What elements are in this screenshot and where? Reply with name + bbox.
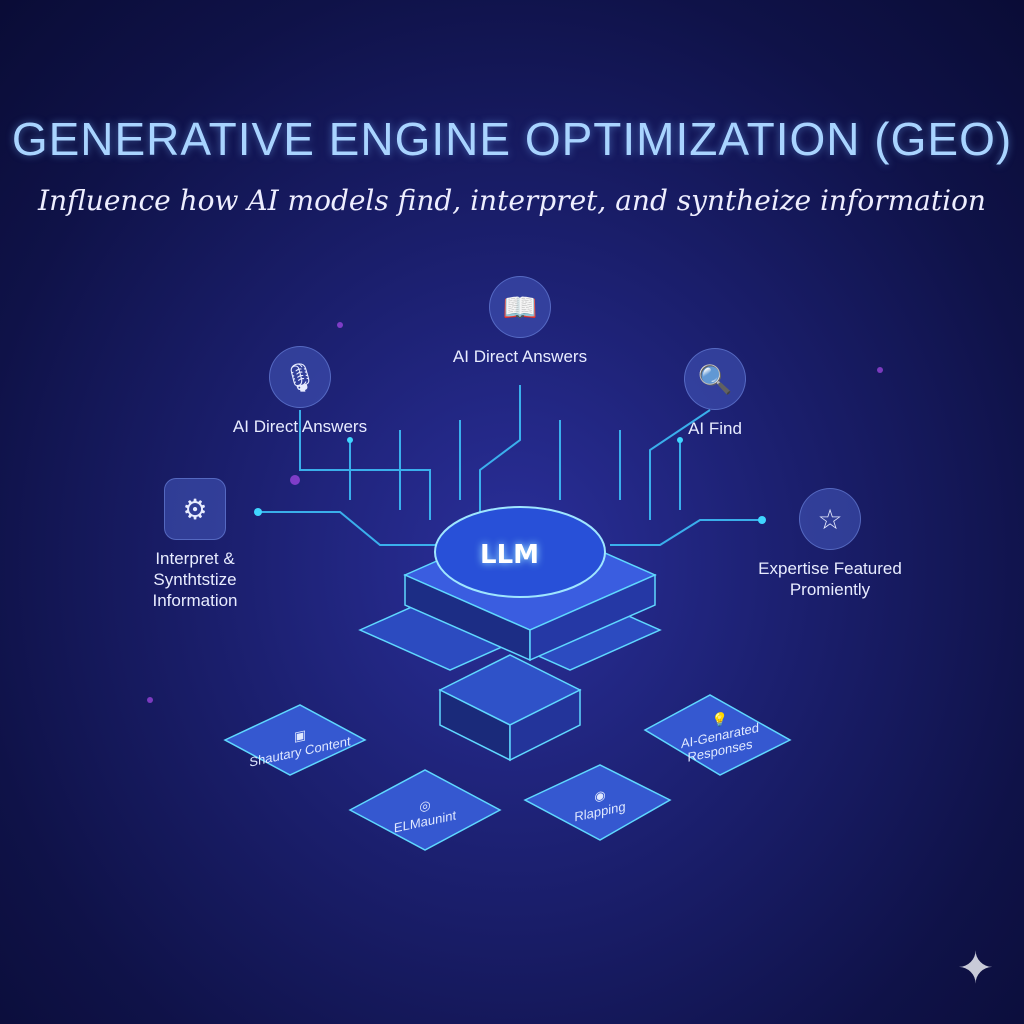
connector-line: [479, 385, 521, 520]
shield-star-icon: ☆: [799, 488, 861, 550]
node-expertise: ☆ Expertise Featured Promiently: [730, 488, 930, 600]
node-interpret: ⚙ Interpret & Synthtstize Information: [130, 478, 260, 611]
chip-icon: ▣: [293, 726, 307, 745]
target-rays-icon: ◉: [594, 786, 606, 805]
microphone-icon: 🎙: [269, 346, 331, 408]
book-gear-icon: 📖: [489, 276, 551, 338]
brain-icon: [434, 506, 606, 598]
page-title: GENERATIVE ENGINE OPTIMIZATION (GEO): [11, 113, 1013, 165]
node-label: Expertise Featured Promiently: [758, 559, 902, 599]
sparkle-icon: ✦: [957, 943, 994, 994]
llm-label: LLM: [480, 540, 540, 570]
node-label: AI Direct Answers: [452, 347, 588, 366]
node-ai-find: 🔍 AI Find: [650, 348, 780, 439]
target-icon: ◎: [419, 796, 431, 815]
page-subtitle: Influence how AI models find, interpret,…: [38, 184, 986, 217]
document-gear-icon: ⚙: [164, 478, 226, 540]
node-label: Interpret & Synthtstize Information: [152, 549, 238, 610]
connector-line: [299, 410, 431, 520]
stack: [358, 506, 662, 762]
node-ai-direct-answers-left: 🎙 AI Direct Answers: [210, 346, 390, 437]
connector-line: [349, 420, 681, 510]
node-label: AI Find: [688, 419, 742, 438]
node-ai-direct-answers-top: 📖 AI Direct Answers: [430, 276, 610, 367]
satellite-blocks: [223, 694, 792, 851]
node-label: AI Direct Answers: [232, 417, 368, 436]
magnifier-brain-icon: 🔍: [684, 348, 746, 410]
connector-line: [258, 511, 440, 546]
connector-line: [649, 409, 711, 520]
connector-line: [610, 519, 762, 546]
